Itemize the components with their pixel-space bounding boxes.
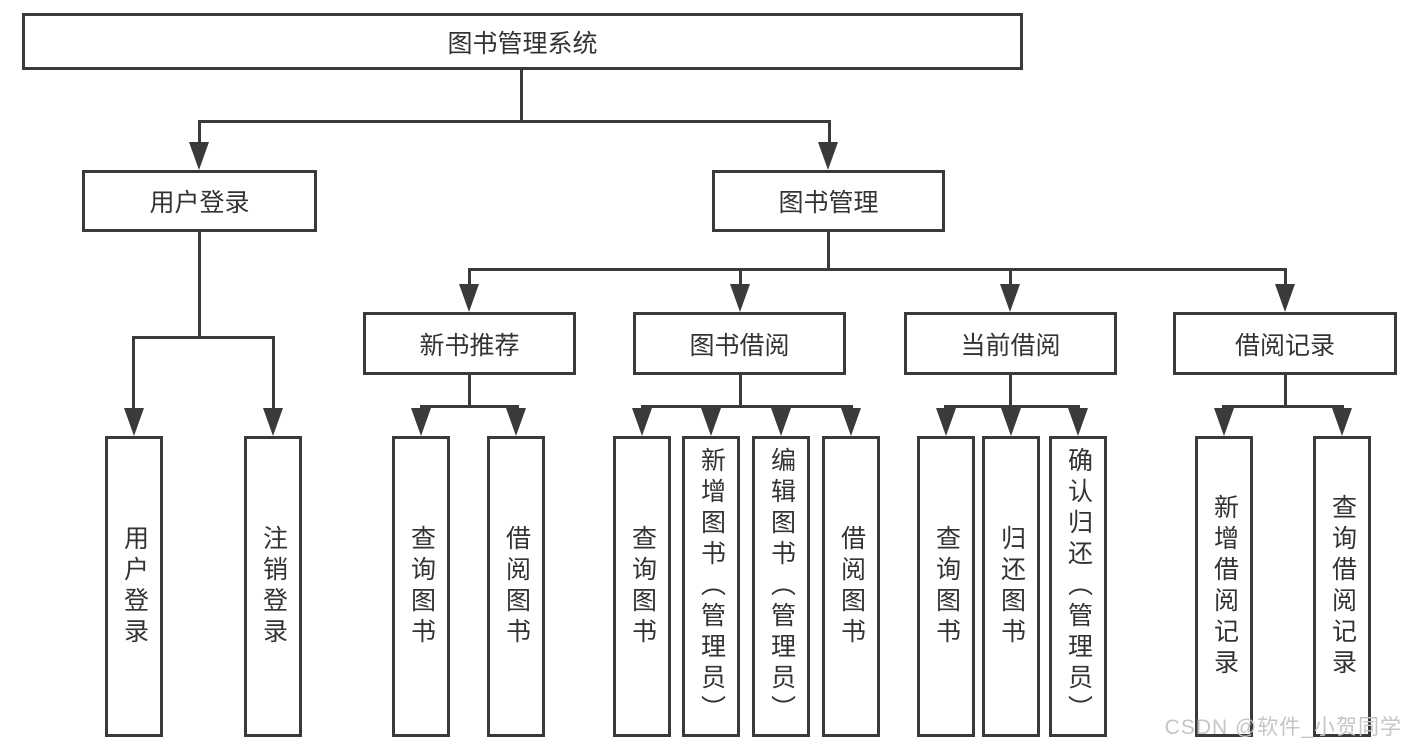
arrow-down-icon xyxy=(189,142,209,170)
arrow-down-icon xyxy=(263,408,283,436)
leaf-return-books-label: 归还图书 xyxy=(997,524,1026,649)
leaf-confirm-return-admin-label: 确认归还（管理员） xyxy=(1064,447,1093,726)
connector-line xyxy=(944,405,1080,408)
leaf-confirm-return-admin: 确认归还（管理员） xyxy=(1049,436,1107,737)
leaf-logout: 注销登录 xyxy=(244,436,302,737)
leaf-query-books-1-label: 查询图书 xyxy=(407,524,436,649)
connector-line xyxy=(468,268,471,286)
leaf-add-books-admin-label: 新增图书（管理员） xyxy=(697,447,726,726)
connector-line xyxy=(198,232,201,338)
connector-line xyxy=(272,336,275,410)
leaf-query-borrow-record-label: 查询借阅记录 xyxy=(1328,493,1357,680)
leaf-borrow-books-2-label: 借阅图书 xyxy=(837,524,866,649)
leaf-return-books: 归还图书 xyxy=(982,436,1040,737)
leaf-add-borrow-record: 新增借阅记录 xyxy=(1195,436,1253,737)
arrow-down-icon xyxy=(818,142,838,170)
connector-line xyxy=(468,268,1286,271)
connector-line xyxy=(641,405,853,408)
connector-line xyxy=(198,120,831,123)
connector-line xyxy=(468,375,471,407)
node-current-borrow-label: 当前借阅 xyxy=(960,331,1061,360)
node-new-book-recommend: 新书推荐 xyxy=(363,312,576,375)
arrow-down-icon xyxy=(1001,408,1021,436)
connector-line xyxy=(1009,375,1012,407)
node-root: 图书管理系统 xyxy=(22,13,1023,70)
leaf-user-login: 用户登录 xyxy=(105,436,163,737)
connector-line xyxy=(739,268,742,286)
connector-line xyxy=(1009,268,1012,286)
arrow-down-icon xyxy=(841,408,861,436)
connector-line xyxy=(132,336,135,410)
leaf-add-books-admin: 新增图书（管理员） xyxy=(682,436,740,737)
leaf-borrow-books-1: 借阅图书 xyxy=(487,436,545,737)
leaf-query-borrow-record: 查询借阅记录 xyxy=(1313,436,1371,737)
leaf-edit-books-admin: 编辑图书（管理员） xyxy=(752,436,810,737)
leaf-query-books-2-label: 查询图书 xyxy=(628,524,657,649)
node-new-book-recommend-label: 新书推荐 xyxy=(419,331,520,360)
connector-line xyxy=(827,232,830,270)
arrow-down-icon xyxy=(1000,284,1020,312)
arrow-down-icon xyxy=(1068,408,1088,436)
arrow-down-icon xyxy=(411,408,431,436)
arrow-down-icon xyxy=(1332,408,1352,436)
node-book-management: 图书管理 xyxy=(712,170,945,232)
arrow-down-icon xyxy=(1214,408,1234,436)
leaf-query-books-2: 查询图书 xyxy=(613,436,671,737)
leaf-borrow-books-2: 借阅图书 xyxy=(822,436,880,737)
csdn-watermark: CSDN @软件_小贺同学 xyxy=(1164,716,1402,739)
node-root-label: 图书管理系统 xyxy=(447,29,598,58)
node-user-login: 用户登录 xyxy=(82,170,317,232)
connector-line xyxy=(520,70,523,122)
connector-line xyxy=(739,375,742,407)
arrow-down-icon xyxy=(730,284,750,312)
node-user-login-label: 用户登录 xyxy=(149,189,250,217)
arrow-down-icon xyxy=(701,408,721,436)
connector-line xyxy=(198,120,201,146)
leaf-query-books-3: 查询图书 xyxy=(917,436,975,737)
connector-line xyxy=(1284,375,1287,407)
arrow-down-icon xyxy=(1275,284,1295,312)
connector-line xyxy=(420,405,519,408)
node-book-borrow: 图书借阅 xyxy=(633,312,846,375)
leaf-add-borrow-record-label: 新增借阅记录 xyxy=(1210,493,1239,680)
arrow-down-icon xyxy=(936,408,956,436)
node-book-management-label: 图书管理 xyxy=(778,189,879,217)
arrow-down-icon xyxy=(632,408,652,436)
leaf-borrow-books-1-label: 借阅图书 xyxy=(502,524,531,649)
leaf-query-books-1: 查询图书 xyxy=(392,436,450,737)
connector-line xyxy=(132,336,275,339)
node-borrow-records-label: 借阅记录 xyxy=(1234,331,1335,360)
arrow-down-icon xyxy=(771,408,791,436)
leaf-edit-books-admin-label: 编辑图书（管理员） xyxy=(767,447,796,726)
leaf-user-login-label: 用户登录 xyxy=(120,524,149,649)
leaf-logout-label: 注销登录 xyxy=(259,524,288,649)
connector-line xyxy=(1222,405,1344,408)
connector-line xyxy=(1284,268,1287,286)
leaf-query-books-3-label: 查询图书 xyxy=(932,524,961,649)
arrow-down-icon xyxy=(506,408,526,436)
arrow-down-icon xyxy=(124,408,144,436)
node-book-borrow-label: 图书借阅 xyxy=(689,331,790,360)
node-current-borrow: 当前借阅 xyxy=(904,312,1117,375)
arrow-down-icon xyxy=(459,284,479,312)
node-borrow-records: 借阅记录 xyxy=(1173,312,1397,375)
connector-line xyxy=(828,120,831,146)
